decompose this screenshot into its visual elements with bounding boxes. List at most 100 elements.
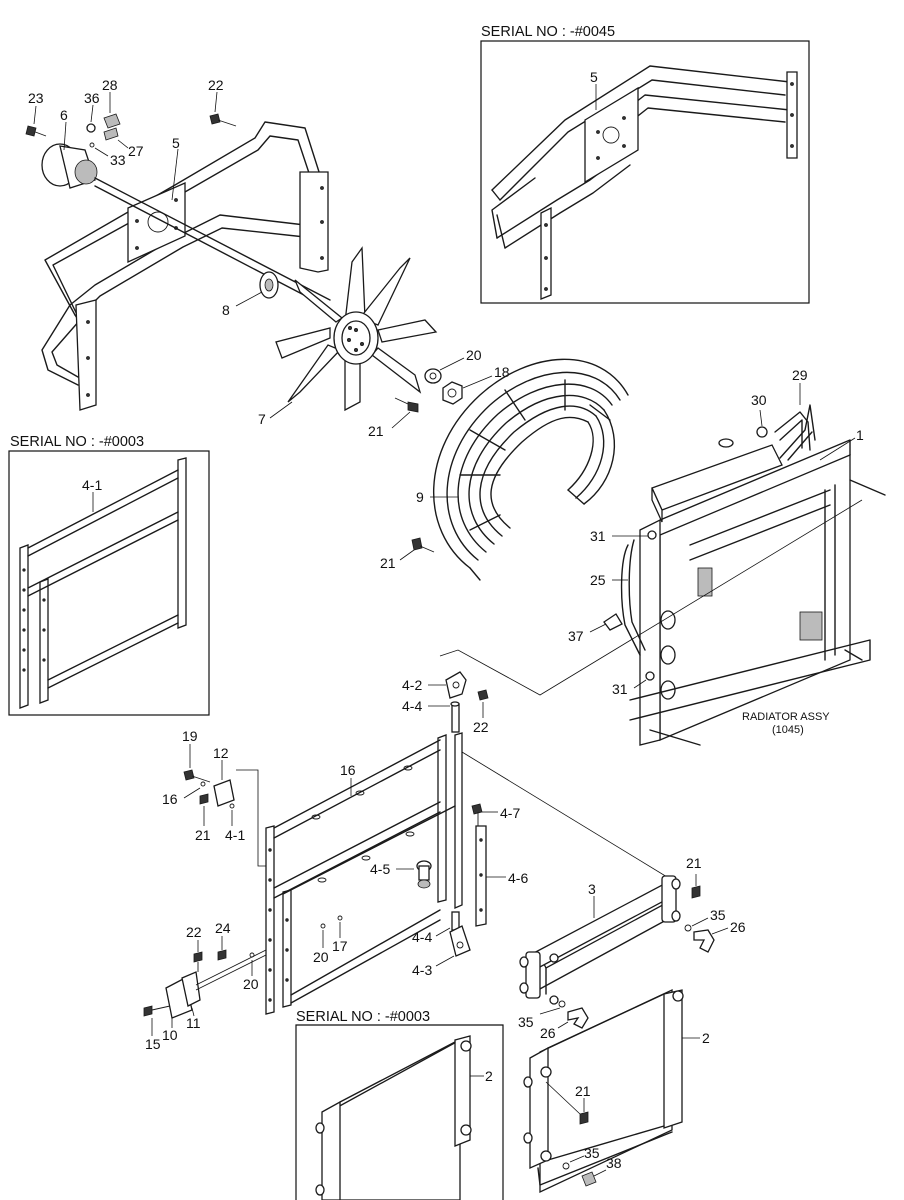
callout-25: 25 <box>590 572 606 588</box>
radiator-core-2-alt <box>315 1035 484 1200</box>
callout-20-lower: 20 <box>243 976 259 992</box>
callout-37: 37 <box>568 628 584 644</box>
callout-8: 8 <box>222 302 230 318</box>
bolt-24 <box>217 936 227 961</box>
callout-16-right: 4-1 <box>225 827 245 843</box>
callout-21-cooler: 21 <box>686 855 702 871</box>
callout-26-bottom: 26 <box>540 1025 556 1041</box>
callout-6: 6 <box>60 107 68 123</box>
washer-36 <box>86 104 96 133</box>
callout-4-4-top: 4-4 <box>402 698 422 714</box>
bolt-21-radiator <box>545 1081 589 1125</box>
bolt-4-7 <box>471 803 498 826</box>
inset-top-right-title: SERIAL NO : -#0045 <box>481 24 615 40</box>
callout-2-main: 2 <box>702 1030 710 1046</box>
callout-15: 15 <box>145 1036 161 1052</box>
callout-21-fan: 21 <box>368 423 384 439</box>
oring-35-top <box>684 917 709 932</box>
bolt-19 <box>183 744 211 783</box>
bolt-21-cooler <box>691 874 701 899</box>
bracket-4-2 <box>428 671 467 699</box>
callout-11: 11 <box>186 1015 201 1031</box>
washer-16-left <box>183 781 206 799</box>
radiator-assy-label: RADIATOR ASSY <box>742 711 830 723</box>
callout-22-lower: 22 <box>186 924 202 940</box>
nut-18 <box>442 375 493 405</box>
callout-35-radiator: 35 <box>584 1145 600 1161</box>
washer-16-right <box>229 803 235 826</box>
callout-31-bottom: 31 <box>612 681 628 697</box>
inset-serial-0003-bottom: SERIAL NO : -#0003 2 <box>295 1009 504 1200</box>
callout-31-top: 31 <box>590 528 606 544</box>
callout-28: 28 <box>102 77 118 93</box>
fan-motor <box>41 121 331 307</box>
bracket-12 <box>213 760 235 807</box>
cooling-fan <box>269 246 438 419</box>
callout-4-2: 4-2 <box>402 677 422 693</box>
bracket-4-3 <box>435 925 471 967</box>
bolt-15 <box>143 1005 171 1036</box>
callout-22-top: 22 <box>208 77 224 93</box>
callout-35-top: 35 <box>710 907 726 923</box>
bracket-10-11 <box>165 949 267 1028</box>
elbow-26-bottom <box>557 1007 589 1029</box>
callout-4-3: 4-3 <box>412 962 432 978</box>
pin-4-4-top <box>428 701 460 733</box>
inset-serial-0003-left: SERIAL NO : -#0003 4-1 <box>8 434 210 716</box>
bolt-21-fan <box>391 397 419 429</box>
inset-serial-0045: SERIAL NO : -#0045 <box>480 24 810 304</box>
callout-5-main: 5 <box>172 135 180 151</box>
clamp-31-top <box>612 530 657 540</box>
callout-21-guard: 21 <box>380 555 396 571</box>
guide-line-bracket-frame <box>236 769 266 867</box>
bolt-21-guard <box>399 537 435 561</box>
callout-18: 18 <box>494 364 510 380</box>
bolt-23 <box>25 105 47 137</box>
callout-4-1-main: 16 <box>340 762 356 778</box>
callout-29: 29 <box>792 367 808 383</box>
callout-7: 7 <box>258 411 266 427</box>
clamp-30 <box>756 409 768 438</box>
callout-4-5: 4-5 <box>370 861 390 877</box>
bracket-4-6 <box>475 825 506 927</box>
callout-20-top: 20 <box>466 347 482 363</box>
grommet-4-5 <box>396 860 432 889</box>
callout-4-1-inset: 4-1 <box>82 477 102 493</box>
bolt-22-top <box>209 91 237 127</box>
callout-38: 38 <box>606 1155 622 1171</box>
callout-16-left: 16 <box>162 791 178 807</box>
fan-spacer <box>235 271 279 307</box>
bolt-22-lower <box>193 940 203 972</box>
fan-guard <box>430 358 629 581</box>
washer-20-top <box>424 357 465 384</box>
callout-21-bracket: 21 <box>195 827 211 843</box>
oring-35-bottom <box>539 1000 566 1015</box>
callout-19: 19 <box>182 728 198 744</box>
callout-17: 17 <box>332 938 348 954</box>
callout-30: 30 <box>751 392 767 408</box>
elbow-26-top <box>693 927 729 953</box>
callout-27: 27 <box>128 143 144 159</box>
callout-20-frame: 20 <box>313 949 329 965</box>
callout-33: 33 <box>110 152 126 168</box>
callout-3: 3 <box>588 881 596 897</box>
pin-17 <box>337 915 343 938</box>
hose-29 <box>774 383 811 451</box>
oil-cooler-3 <box>519 875 681 1005</box>
callout-9: 9 <box>416 489 424 505</box>
washer-20-frame <box>320 923 326 948</box>
callout-4-4-bottom: 4-4 <box>412 929 432 945</box>
oring-33 <box>89 142 109 157</box>
callout-22-mid: 22 <box>473 719 489 735</box>
guide-line-frame-cooler <box>461 751 673 881</box>
radiator-core-2 <box>523 988 700 1194</box>
callout-12: 12 <box>213 745 229 761</box>
callout-35-bottom: 35 <box>518 1014 534 1030</box>
inset-left-title: SERIAL NO : -#0003 <box>10 434 144 450</box>
inset-bottom-title: SERIAL NO : -#0003 <box>296 1009 430 1025</box>
oring-35-radiator <box>562 1155 585 1170</box>
clip-37 <box>589 613 623 633</box>
callout-36: 36 <box>84 90 100 106</box>
fan-shroud-bracket-alt <box>491 65 798 300</box>
guide-line-frame-radiator <box>439 499 863 696</box>
